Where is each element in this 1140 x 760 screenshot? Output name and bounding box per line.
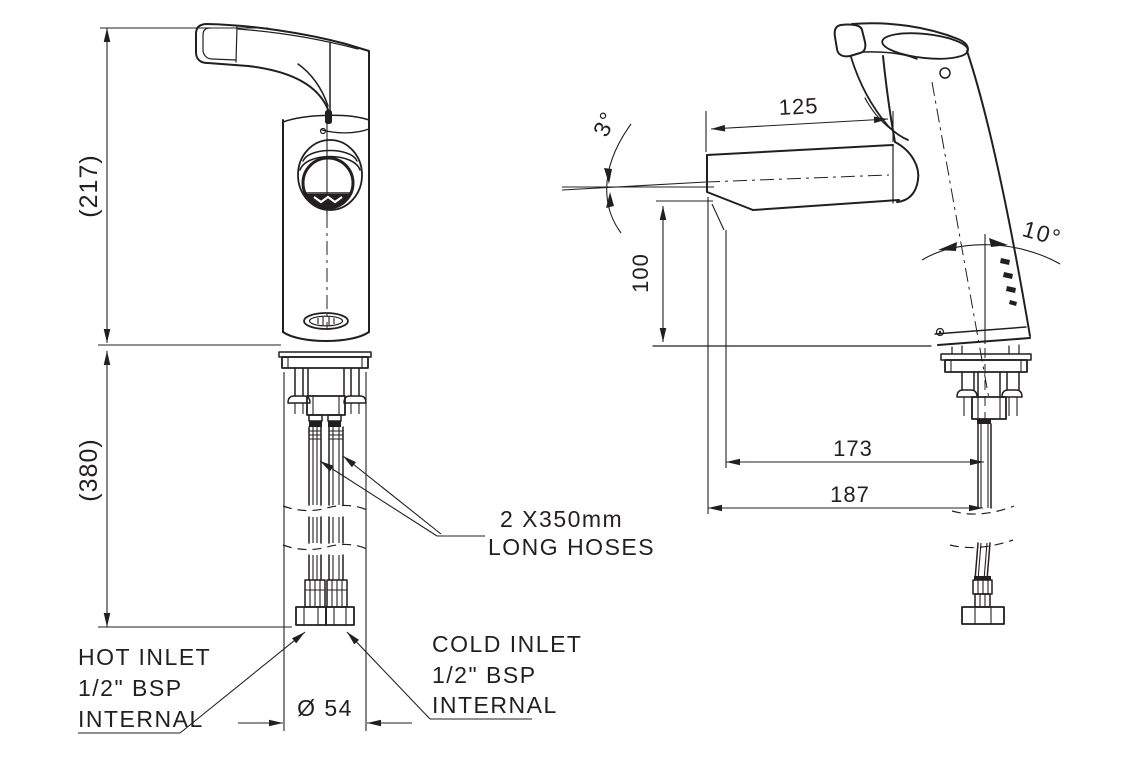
- front-view-mounting: [940, 344, 1032, 424]
- hot-inlet-nut: [295, 606, 327, 626]
- brand-badge: [303, 312, 349, 330]
- cold-inlet-line3: INTERNAL: [432, 692, 558, 718]
- side-view-faucet: (217) (380) Ø 54 HOT INLET 1/2" BSP INTE…: [75, 23, 655, 734]
- note-long-hoses: 2 X350mm LONG HOSES: [319, 455, 655, 560]
- side-view-spout-face: [297, 139, 363, 211]
- hot-inlet-line3: INTERNAL: [78, 706, 204, 732]
- dim-height-below-deck: (380): [75, 351, 292, 628]
- dim-spout-angle: 3°: [561, 107, 714, 234]
- dim-height-above-deck: (217): [75, 27, 281, 346]
- dim-187-label: 187: [830, 482, 870, 507]
- cold-inlet-nut: [325, 606, 355, 626]
- side-view-handle: [195, 23, 370, 124]
- dim-380-label: (380): [75, 438, 103, 501]
- dim-100-label: 100: [628, 253, 653, 293]
- front-view-spout: [705, 141, 920, 211]
- hose-note-line2: LONG HOSES: [488, 534, 655, 560]
- front-view-handle: [833, 22, 969, 141]
- side-view-mounting: [278, 351, 372, 427]
- dim-body-tilt: 10°: [921, 215, 1065, 344]
- dim-3deg-label: 3°: [588, 107, 622, 141]
- dim-dia54-label: Ø 54: [297, 695, 353, 721]
- dim-hose-to-outlet: 173: [711, 203, 984, 468]
- dim-body-diameter: Ø 54: [238, 372, 412, 731]
- side-view-body: [282, 114, 370, 342]
- set-screw-hole: [939, 67, 951, 79]
- hose-note-line1: 2 X350mm: [500, 506, 623, 532]
- dim-spout-reach: 125: [705, 93, 894, 152]
- dim-outlet-height: 100: [628, 200, 713, 342]
- body-markings: [1000, 258, 1017, 306]
- front-view-faucet: 125 3° 100 10°: [561, 22, 1065, 625]
- cold-inlet-line2: 1/2" BSP: [432, 662, 537, 688]
- handle-indicator-slot: [325, 110, 332, 124]
- side-view-hoses: [282, 426, 368, 626]
- hot-inlet-line1: HOT INLET: [78, 644, 211, 670]
- dim-10deg-label: 10°: [1020, 215, 1065, 251]
- hose-end-nut: [961, 606, 1005, 625]
- cold-inlet-line1: COLD INLET: [432, 631, 582, 657]
- hot-inlet-line2: 1/2" BSP: [78, 675, 183, 701]
- front-view-hose: [949, 423, 1015, 625]
- label-cold-inlet: COLD INLET 1/2" BSP INTERNAL: [346, 631, 582, 720]
- dim-217-label: (217): [75, 154, 103, 217]
- front-view-body: [882, 50, 1031, 400]
- dim-hose-to-spout-tip: 187: [707, 197, 983, 514]
- dim-125-label: 125: [778, 93, 819, 120]
- dim-173-label: 173: [833, 436, 873, 461]
- label-hot-inlet: HOT INLET 1/2" BSP INTERNAL: [78, 631, 306, 734]
